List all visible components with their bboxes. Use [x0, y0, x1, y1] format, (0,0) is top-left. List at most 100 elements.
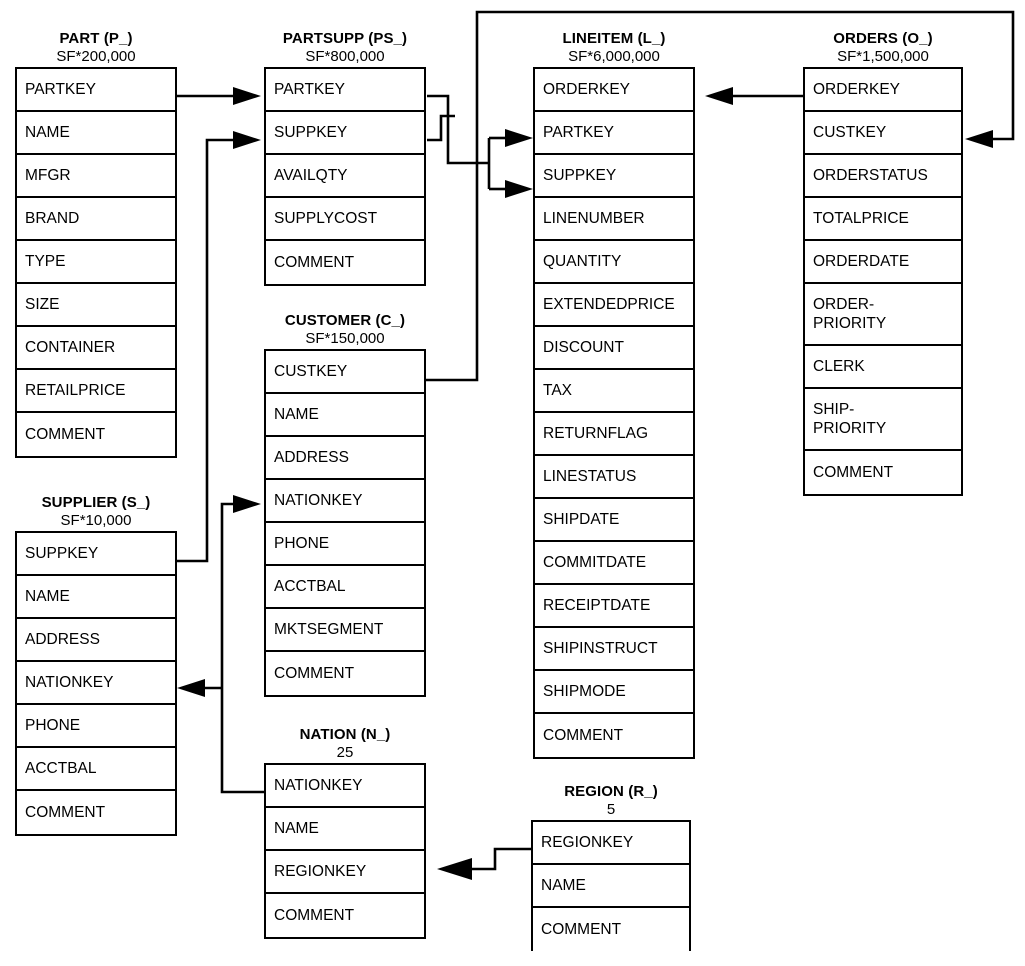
- column-lineitem-quantity[interactable]: QUANTITY: [535, 241, 693, 284]
- column-partsupp-partkey[interactable]: PARTKEY: [266, 69, 424, 112]
- column-part-comment[interactable]: COMMENT: [25, 425, 106, 443]
- column-lineitem-partkey[interactable]: PARTKEY: [535, 112, 693, 155]
- column-lineitem-tax[interactable]: TAX: [535, 370, 693, 413]
- column-lineitem-discount[interactable]: DISCOUNT: [535, 327, 693, 370]
- column-lineitem-commitdate[interactable]: COMMITDATE: [535, 542, 693, 585]
- column-supplier-suppkey[interactable]: SUPPKEY: [17, 533, 175, 576]
- column-customer-mktsegment[interactable]: MKTSEGMENT: [266, 609, 424, 652]
- column-orders-orderpriority[interactable]: ORDER- PRIORITY: [805, 284, 961, 346]
- column-region-name[interactable]: NAME: [533, 865, 689, 908]
- column-lineitem-receiptdate[interactable]: RECEIPTDATE: [535, 585, 693, 628]
- column-customer-address[interactable]: ADDRESS: [266, 437, 424, 480]
- table-supplier[interactable]: SUPPLIER (S_) SF*10,000 SUPPKEY NAME ADD…: [15, 494, 177, 836]
- column-customer-custkey[interactable]: CUSTKEY: [266, 351, 424, 394]
- column-nation-nationkey[interactable]: NATIONKEY: [266, 765, 424, 808]
- column-supplier-name[interactable]: NAME: [17, 576, 175, 619]
- column-customer-phone[interactable]: PHONE: [266, 523, 424, 566]
- table-partsupp-cardinality: SF*800,000: [305, 48, 385, 65]
- column-lineitem-shipmode[interactable]: SHIPMODE: [535, 671, 693, 714]
- column-orders-orderkey[interactable]: ORDERKEY: [805, 69, 961, 112]
- table-region[interactable]: REGION (R_) 5 REGIONKEY NAME COMMENT: [531, 783, 691, 951]
- column-customer-nationkey[interactable]: NATIONKEY: [266, 480, 424, 523]
- column-supplier-phone[interactable]: PHONE: [17, 705, 175, 748]
- edge-orders-orderkey-to-lineitem-orderkey: [705, 87, 803, 105]
- column-lineitem-orderkey[interactable]: ORDERKEY: [535, 69, 693, 112]
- column-customer-comment[interactable]: COMMENT: [274, 664, 355, 682]
- table-part-title: PART (P_): [59, 30, 133, 47]
- table-lineitem-cardinality: SF*6,000,000: [568, 48, 660, 65]
- table-partsupp[interactable]: PARTSUPP (PS_) SF*800,000 PARTKEY SUPPKE…: [264, 30, 426, 286]
- column-partsupp-availqty[interactable]: AVAILQTY: [266, 155, 424, 198]
- table-supplier-title: SUPPLIER (S_): [41, 494, 151, 511]
- table-lineitem-box: ORDERKEY PARTKEY SUPPKEY LINENUMBER QUAN…: [533, 67, 695, 759]
- table-partsupp-box: PARTKEY SUPPKEY AVAILQTY SUPPLYCOST COMM…: [264, 67, 426, 286]
- table-customer-title: CUSTOMER (C_): [284, 312, 406, 329]
- table-part-box: PARTKEY NAME MFGR BRAND TYPE SIZE CONTAI…: [15, 67, 177, 458]
- column-supplier-nationkey[interactable]: NATIONKEY: [17, 662, 175, 705]
- table-orders-box: ORDERKEY CUSTKEY ORDERSTATUS TOTALPRICE …: [803, 67, 963, 496]
- table-nation-title: NATION (N_): [299, 726, 391, 743]
- column-supplier-acctbal[interactable]: ACCTBAL: [17, 748, 175, 791]
- column-lineitem-suppkey[interactable]: SUPPKEY: [535, 155, 693, 198]
- column-partsupp-comment[interactable]: COMMENT: [274, 253, 355, 271]
- table-nation-box: NATIONKEY NAME REGIONKEY COMMENT: [264, 763, 426, 939]
- table-lineitem-title: LINEITEM (L_): [562, 30, 666, 47]
- table-region-box: REGIONKEY NAME COMMENT: [531, 820, 691, 951]
- table-customer[interactable]: CUSTOMER (C_) SF*150,000 CUSTKEY NAME AD…: [264, 312, 426, 697]
- column-supplier-comment[interactable]: COMMENT: [25, 803, 106, 821]
- column-label-line: ORDER-: [813, 296, 875, 313]
- column-part-size[interactable]: SIZE: [17, 284, 175, 327]
- column-lineitem-linestatus[interactable]: LINESTATUS: [535, 456, 693, 499]
- column-part-mfgr[interactable]: MFGR: [17, 155, 175, 198]
- table-partsupp-title: PARTSUPP (PS_): [282, 30, 408, 47]
- column-label-line: PRIORITY: [813, 420, 887, 437]
- column-lineitem-linenumber[interactable]: LINENUMBER: [535, 198, 693, 241]
- edge-nation-nationkey-to-customer-and-supplier-nationkey: [177, 495, 264, 794]
- table-customer-box: CUSTKEY NAME ADDRESS NATIONKEY PHONE ACC…: [264, 349, 426, 697]
- column-partsupp-supplycost[interactable]: SUPPLYCOST: [266, 198, 424, 241]
- table-supplier-cardinality: SF*10,000: [60, 512, 132, 529]
- table-customer-cardinality: SF*150,000: [305, 330, 385, 347]
- table-orders[interactable]: ORDERS (O_) SF*1,500,000 ORDERKEY CUSTKE…: [803, 30, 963, 496]
- column-orders-comment[interactable]: COMMENT: [813, 463, 894, 481]
- column-nation-name[interactable]: NAME: [266, 808, 424, 851]
- column-label-line: PRIORITY: [813, 315, 887, 332]
- column-lineitem-shipinstruct[interactable]: SHIPINSTRUCT: [535, 628, 693, 671]
- column-nation-comment[interactable]: COMMENT: [274, 906, 355, 924]
- column-part-name[interactable]: NAME: [17, 112, 175, 155]
- column-orders-totalprice[interactable]: TOTALPRICE: [805, 198, 961, 241]
- column-customer-acctbal[interactable]: ACCTBAL: [266, 566, 424, 609]
- table-nation[interactable]: NATION (N_) 25 NATIONKEY NAME REGIONKEY …: [264, 726, 426, 939]
- table-region-title: REGION (R_): [564, 783, 658, 800]
- column-lineitem-comment[interactable]: COMMENT: [543, 726, 624, 744]
- column-lineitem-returnflag[interactable]: RETURNFLAG: [535, 413, 693, 456]
- table-lineitem[interactable]: LINEITEM (L_) SF*6,000,000 ORDERKEY PART…: [533, 30, 695, 759]
- column-partsupp-suppkey[interactable]: SUPPKEY: [266, 112, 424, 155]
- column-orders-shippriority[interactable]: SHIP- PRIORITY: [805, 389, 961, 451]
- column-part-type[interactable]: TYPE: [17, 241, 175, 284]
- table-part[interactable]: PART (P_) SF*200,000 PARTKEY NAME MFGR B…: [15, 30, 177, 458]
- column-customer-name[interactable]: NAME: [266, 394, 424, 437]
- edge-part-partkey-to-partsupp-partkey: [177, 87, 261, 105]
- edge-partsupp-keys-to-lineitem-keys: [427, 94, 533, 198]
- column-region-comment[interactable]: COMMENT: [541, 920, 622, 938]
- column-part-brand[interactable]: BRAND: [17, 198, 175, 241]
- column-supplier-address[interactable]: ADDRESS: [17, 619, 175, 662]
- column-orders-clerk[interactable]: CLERK: [805, 346, 961, 389]
- column-part-partkey[interactable]: PARTKEY: [17, 69, 175, 112]
- column-part-container[interactable]: CONTAINER: [17, 327, 175, 370]
- column-orders-orderstatus[interactable]: ORDERSTATUS: [805, 155, 961, 198]
- table-supplier-box: SUPPKEY NAME ADDRESS NATIONKEY PHONE ACC…: [15, 531, 177, 836]
- column-orders-orderdate[interactable]: ORDERDATE: [805, 241, 961, 284]
- column-label-line: SHIP-: [813, 401, 855, 418]
- column-region-regionkey[interactable]: REGIONKEY: [533, 822, 689, 865]
- table-orders-title: ORDERS (O_): [833, 30, 933, 47]
- column-lineitem-extendedprice[interactable]: EXTENDEDPRICE: [535, 284, 693, 327]
- table-nation-cardinality: 25: [336, 744, 354, 761]
- column-lineitem-shipdate[interactable]: SHIPDATE: [535, 499, 693, 542]
- column-part-retailprice[interactable]: RETAILPRICE: [17, 370, 175, 413]
- column-nation-regionkey[interactable]: REGIONKEY: [266, 851, 424, 894]
- table-orders-cardinality: SF*1,500,000: [837, 48, 929, 65]
- column-orders-custkey[interactable]: CUSTKEY: [805, 112, 961, 155]
